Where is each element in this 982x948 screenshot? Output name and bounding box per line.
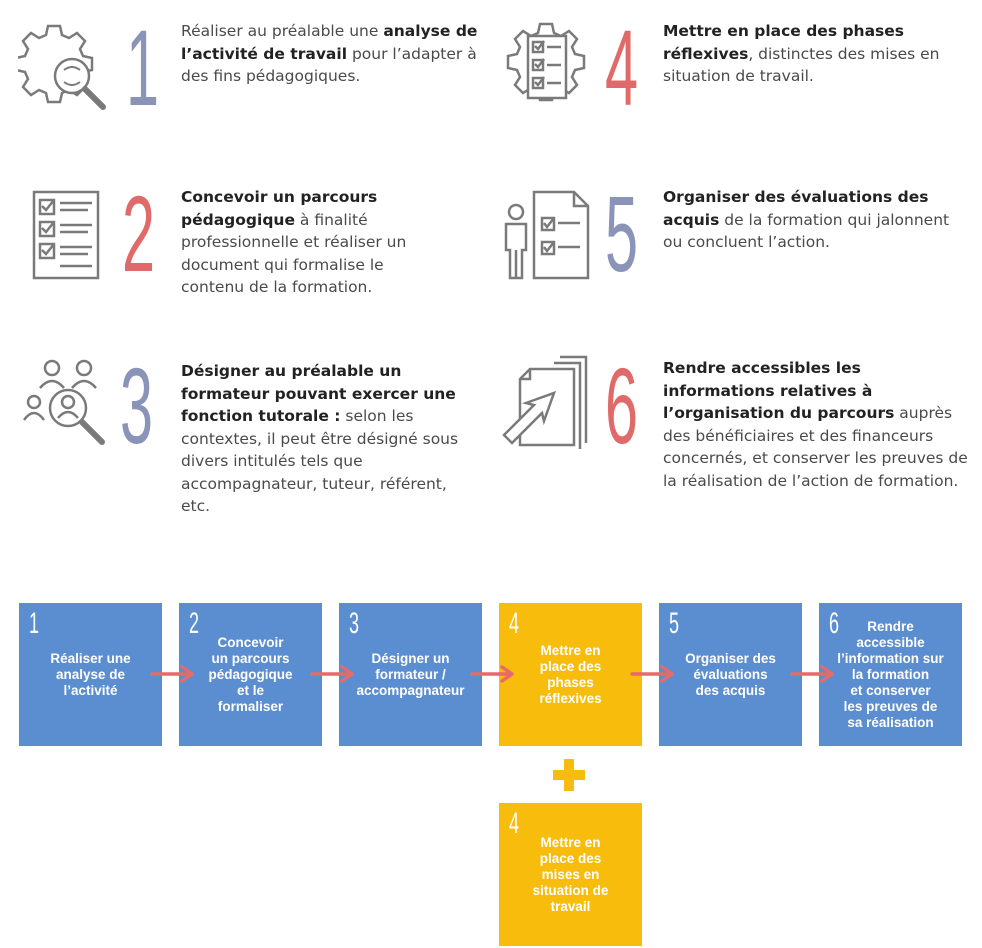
flow-box-1: 1 Réaliser une analyse de l’activité <box>19 603 162 746</box>
flow-box-2: 2 Concevoir un parcours pédagogique et l… <box>179 603 322 746</box>
flow-box-number: 2 <box>189 607 200 640</box>
step-number: 2 <box>122 173 156 294</box>
arrow-right-icon <box>310 665 354 683</box>
step-text: Désigner au préalable un formateur pouva… <box>181 362 459 515</box>
flow-box-label: Réaliser une analyse de l’activité <box>50 650 131 698</box>
flow-box-number: 6 <box>829 607 840 640</box>
people-search-icon <box>22 359 105 445</box>
flow-box-number: 4 <box>509 807 520 840</box>
flow-box-4-extra: 4 Mettre en place des mises en situation… <box>499 803 642 946</box>
flow-box-label: Mettre en place des mises en situation d… <box>532 834 609 914</box>
arrow-right-icon <box>790 665 834 683</box>
step-number: 5 <box>605 173 639 294</box>
arrow-right-icon <box>150 665 194 683</box>
documents-arrow-icon <box>502 355 588 449</box>
flow-box-3: 3 Désigner un formateur / accompagnateur <box>339 603 482 746</box>
checklist-icon <box>32 190 100 280</box>
step-number: 4 <box>605 7 639 128</box>
flow-box-number: 5 <box>669 607 680 640</box>
gear-checklist-icon <box>506 22 586 102</box>
step-text: Mettre en place des phases réflexives, d… <box>663 22 940 85</box>
step-number: 1 <box>126 7 160 128</box>
flow-box-label: Désigner un formateur / accompagnateur <box>356 650 465 698</box>
step-text: Réaliser au préalable une analyse de l’a… <box>181 22 478 85</box>
flow-box-number: 4 <box>509 607 520 640</box>
flow-box-label: Concevoir un parcours pédagogique et le … <box>208 634 293 714</box>
arrow-right-icon <box>470 665 514 683</box>
arrow-right-icon <box>630 665 674 683</box>
step-number: 6 <box>605 345 639 466</box>
flow-box-5: 5 Organiser des évaluations des acquis <box>659 603 802 746</box>
step-text: Rendre accessibles les informations rela… <box>663 359 968 490</box>
gear-magnifier-icon <box>18 24 106 110</box>
flow-box-label: Rendre accessible l’information sur la f… <box>837 618 944 730</box>
flow-box-6: 6 Rendre accessible l’information sur la… <box>819 603 962 746</box>
person-document-icon <box>504 190 590 280</box>
flow-box-4: 4 Mettre en place des phases réflexives <box>499 603 642 746</box>
flow-box-label: Mettre en place des phases réflexives <box>539 642 602 706</box>
step-text: Organiser des évaluations des acquis de … <box>663 188 950 251</box>
flow-box-number: 3 <box>349 607 360 640</box>
flow-box-label: Organiser des évaluations des acquis <box>685 650 776 698</box>
flow-box-number: 1 <box>29 607 40 640</box>
step-text: Concevoir un parcours pédagogique à fina… <box>181 188 407 296</box>
step-number: 3 <box>120 345 154 466</box>
plus-icon <box>553 759 585 791</box>
